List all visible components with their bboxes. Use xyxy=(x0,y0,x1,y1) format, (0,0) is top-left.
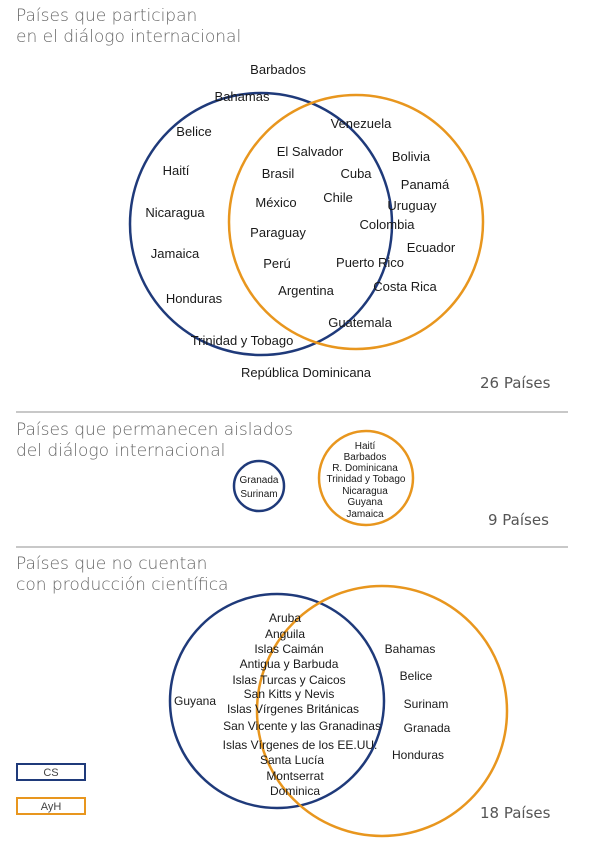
section3-ayh-circle xyxy=(255,584,509,838)
section3-ayh-only-label: Belice xyxy=(400,669,433,683)
section3-cs-circle xyxy=(168,592,386,810)
section3-ayh-only-label: Granada xyxy=(404,721,451,735)
section3-both-label: Islas Caimán xyxy=(254,642,323,656)
section1-outer-labels: BarbadosBahamasBeliceHaitíNicaraguaJamai… xyxy=(145,62,371,380)
section3-both-label: San Vicente y las Granadinas xyxy=(223,719,381,733)
section2-cs-label: Granada xyxy=(240,475,279,486)
section1-outer-label: Trinidad y Tobago xyxy=(191,333,294,348)
section1-outer-label: Jamaica xyxy=(151,246,200,261)
section1-inner-label: Argentina xyxy=(278,283,334,298)
section1-inner-label: México xyxy=(255,195,296,210)
section3-both-label: San Kitts y Nevis xyxy=(244,687,335,701)
section3-heading-line2: con producción científica xyxy=(16,575,229,595)
section1-outer-label: Nicaragua xyxy=(145,205,205,220)
section2-ayh-label: Jamaica xyxy=(346,509,384,520)
section1-heading-line1: Países que participan xyxy=(16,6,198,26)
section3-both-label: Anguila xyxy=(265,627,305,641)
section1-inner-label: Chile xyxy=(323,190,353,205)
section1-heading-line2: en el diálogo internacional xyxy=(16,27,242,47)
section1-inner-label: Colombia xyxy=(360,217,416,232)
section1-inner-label: Bolivia xyxy=(392,149,431,164)
section1-outer-label: República Dominicana xyxy=(241,365,372,380)
section2-heading-line1: Países que permanecen aislados xyxy=(16,420,293,440)
section3-cs-only-labels: Guyana xyxy=(174,694,216,708)
section3-both-label: Montserrat xyxy=(266,769,324,783)
section2-heading-line2: del diálogo internacional xyxy=(16,441,226,461)
section1-inner-label: Puerto Rico xyxy=(336,255,404,270)
section3-both-label: Dominica xyxy=(270,784,320,798)
section1-inner-label: El Salvador xyxy=(277,144,344,159)
section1-heading: Países que participan en el diálogo inte… xyxy=(16,6,241,48)
section2-ayh-label: Barbados xyxy=(344,452,387,463)
section1-outer-label: Barbados xyxy=(250,62,306,77)
section1-cs-circle xyxy=(128,91,394,357)
section2-ayh-label: Haití xyxy=(355,441,376,452)
section3-both-label: Islas Vírgenes de los EE.UU. xyxy=(223,738,378,752)
section3-both-label: Aruba xyxy=(269,611,301,625)
section3-ayh-only-label: Surinam xyxy=(404,697,449,711)
section1-outer-label: Bahamas xyxy=(215,89,270,104)
section3-heading-line1: Países que no cuentan xyxy=(16,554,208,574)
section3-both-label: Islas Turcas y Caicos xyxy=(232,673,345,687)
section2-cs-label: Surinam xyxy=(240,489,277,500)
legend-ayh: AyH xyxy=(16,797,86,815)
section1-divider xyxy=(16,411,568,413)
legend-cs: CS xyxy=(16,763,86,781)
section1-inner-label: Guatemala xyxy=(328,315,392,330)
section3-ayh-only-label: Honduras xyxy=(392,748,444,762)
section2-ayh-label: R. Dominicana xyxy=(332,463,398,474)
section1-inner-label: Brasil xyxy=(262,166,295,181)
section1-outer-label: Haití xyxy=(163,163,190,178)
section1-inner-label: Uruguay xyxy=(387,198,437,213)
section1-inner-label: Paraguay xyxy=(250,225,306,240)
section3-ayh-only-label: Bahamas xyxy=(385,642,436,656)
section2-cs-circle xyxy=(232,459,286,513)
section3-cs-only-label: Guyana xyxy=(174,694,216,708)
section2-ayh-label: Trinidad y Tobago xyxy=(327,474,406,485)
section1-inner-label: Panamá xyxy=(401,177,450,192)
section1-inner-label: Costa Rica xyxy=(373,279,437,294)
section3-both-label: Antigua y Barbuda xyxy=(240,657,339,671)
section1-inner-label: Perú xyxy=(263,256,290,271)
section3-heading: Países que no cuentan con producción cie… xyxy=(16,554,228,596)
section1-inner-label: Cuba xyxy=(340,166,372,181)
section1-inner-label: Ecuador xyxy=(407,240,456,255)
section2-ayh-circle xyxy=(317,429,415,527)
section3-both-label: Santa Lucía xyxy=(260,753,324,767)
section1-count: 26 Países xyxy=(480,374,551,392)
section2-divider xyxy=(16,546,568,548)
section2-ayh-label: Nicaragua xyxy=(342,486,388,497)
section3-both-label: Islas Vírgenes Británicas xyxy=(227,702,359,716)
section1-inner-label: Venezuela xyxy=(331,116,392,131)
section1-outer-label: Honduras xyxy=(166,291,223,306)
section2-ayh-label: Guyana xyxy=(347,497,382,508)
section2-heading: Países que permanecen aislados del diálo… xyxy=(16,420,293,462)
section1-ayh-circle xyxy=(227,93,485,351)
section1-outer-label: Belice xyxy=(176,124,211,139)
section3-count: 18 Países xyxy=(480,804,551,822)
section2-count: 9 Países xyxy=(488,511,549,529)
